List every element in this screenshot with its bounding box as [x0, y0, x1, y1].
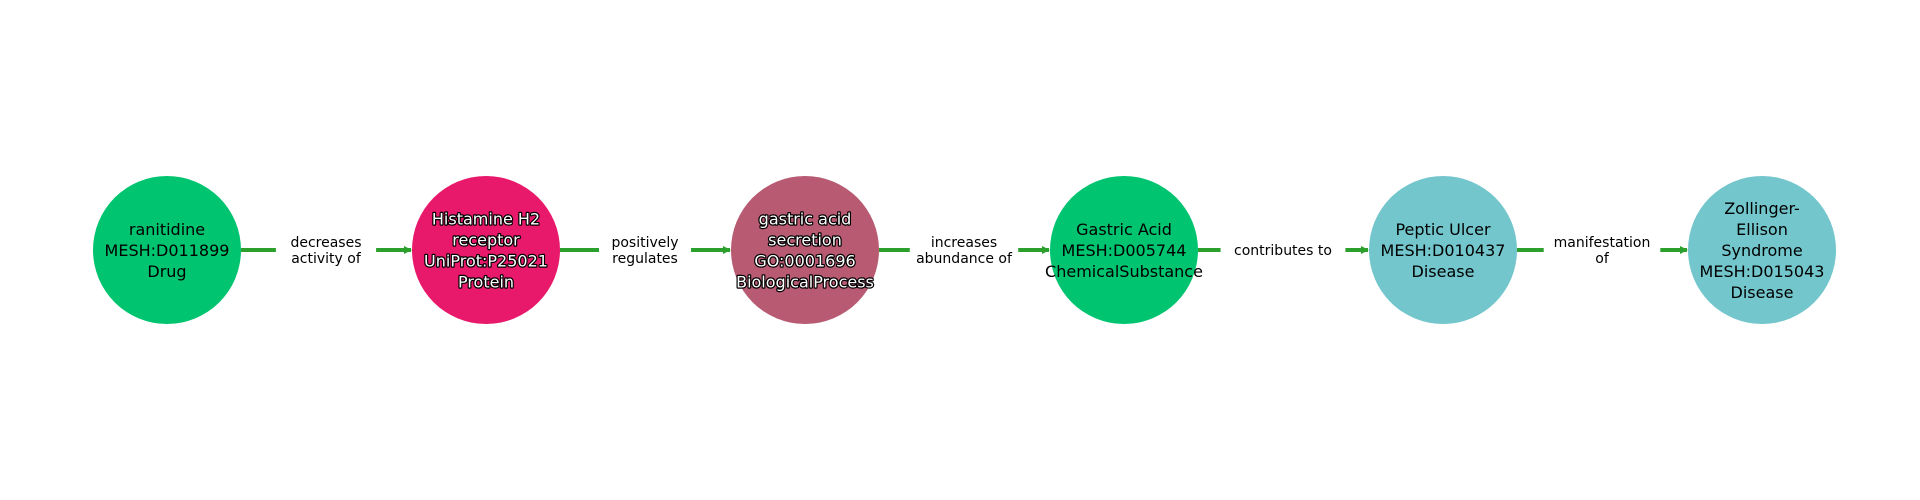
- node-circle: [1050, 176, 1198, 324]
- edge-label-background: [909, 232, 1019, 268]
- edge-label-line: regulates: [612, 251, 678, 267]
- node-label-line: Disease: [1412, 262, 1475, 281]
- node-label-line: receptor: [452, 231, 520, 250]
- node-label-line: UniProt:P25021: [424, 252, 548, 271]
- node-label-line: ChemicalSubstance: [1045, 262, 1203, 281]
- node-label-line: Zollinger-: [1724, 199, 1800, 218]
- node-circle: [412, 176, 560, 324]
- edge-label-line: manifestation: [1554, 235, 1651, 251]
- node-label-line: MESH:D005744: [1062, 241, 1187, 260]
- node-circle: [731, 176, 879, 324]
- edge-label-line: abundance of: [916, 251, 1013, 267]
- node-label-line: Protein: [458, 273, 514, 292]
- node-circle: [93, 176, 241, 324]
- edge-label: contributes to: [1234, 243, 1332, 259]
- node-circle: [1369, 176, 1517, 324]
- edge-label-line: of: [1595, 251, 1610, 267]
- edge-label-line: increases: [931, 235, 997, 251]
- edge-label-background: [1220, 240, 1346, 260]
- edge-label-line: activity of: [291, 251, 362, 267]
- node-label-line: Peptic Ulcer: [1395, 220, 1490, 239]
- node-label-line: secretion: [768, 231, 842, 250]
- node-label-line: GO:0001696: [754, 252, 855, 271]
- node-label-line: Syndrome: [1721, 241, 1802, 260]
- node-label-line: gastric acid: [759, 210, 852, 229]
- node-label-line: MESH:D011899: [105, 241, 230, 260]
- edge-label-line: decreases: [290, 235, 361, 251]
- edge-label-line: contributes to: [1234, 243, 1332, 259]
- node-circle: [1688, 176, 1836, 324]
- node-label-line: Gastric Acid: [1076, 220, 1172, 239]
- edge-label-background: [599, 232, 691, 268]
- node-label-line: ranitidine: [129, 220, 205, 239]
- node-label-line: Histamine H2: [432, 210, 540, 229]
- node-label-line: MESH:D015043: [1700, 262, 1825, 281]
- node-label-line: BiologicalProcess: [736, 273, 874, 292]
- node-label-line: Disease: [1731, 283, 1794, 302]
- edge-label-background: [275, 232, 377, 268]
- node-label-line: MESH:D010437: [1381, 241, 1506, 260]
- edge-label-background: [1543, 232, 1661, 268]
- node-label-line: Drug: [147, 262, 186, 281]
- node-label-line: Ellison: [1736, 220, 1788, 239]
- edge-label-line: positively: [611, 235, 678, 251]
